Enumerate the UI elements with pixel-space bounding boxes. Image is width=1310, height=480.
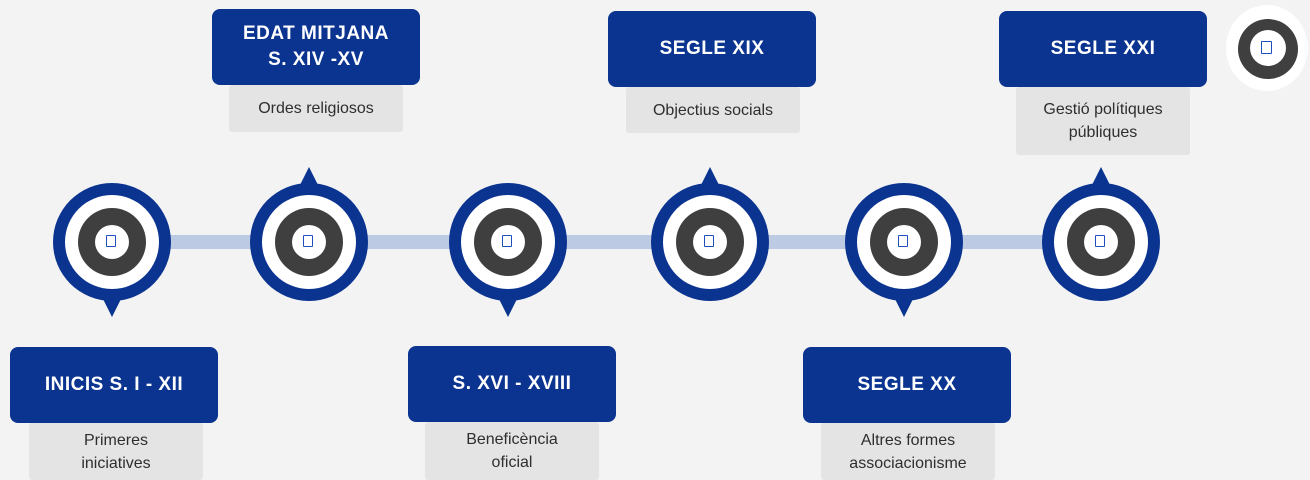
milestone-icon (303, 235, 313, 247)
period-label-edat-mitjana: EDAT MITJANA S. XIV -XV (212, 9, 420, 85)
milestone-icon (1261, 41, 1272, 54)
period-description-segle-xix: Objectius socials (626, 87, 800, 133)
timeline-node-4 (651, 167, 769, 301)
period-label-segle-xxi: SEGLE XXI (999, 11, 1207, 87)
timeline-node-2 (250, 167, 368, 301)
period-label-s-xvi-xviii: S. XVI - XVIII (408, 346, 616, 422)
period-label-inicis: INICIS S. I - XII (10, 347, 218, 423)
period-description-s-xvi-xviii: Beneficència oficial (425, 422, 599, 480)
period-description-segle-xxi: Gestió polítiques públiques (1016, 87, 1190, 155)
milestone-icon (106, 235, 116, 247)
milestone-icon (502, 235, 512, 247)
period-label-segle-xix: SEGLE XIX (608, 11, 816, 87)
period-description-segle-xx: Altres formes associacionisme (821, 423, 995, 480)
timeline-node-5 (845, 183, 963, 317)
milestone-icon (1095, 235, 1105, 247)
timeline-node-6 (1042, 167, 1160, 301)
period-description-inicis: Primeres iniciatives (29, 423, 203, 480)
milestone-icon (898, 235, 908, 247)
period-description-edat-mitjana: Ordes religiosos (229, 85, 403, 132)
timeline-node-3 (449, 183, 567, 317)
timeline-node-1 (53, 183, 171, 317)
milestone-icon (704, 235, 714, 247)
corner-node (1226, 5, 1308, 91)
period-label-segle-xx: SEGLE XX (803, 347, 1011, 423)
